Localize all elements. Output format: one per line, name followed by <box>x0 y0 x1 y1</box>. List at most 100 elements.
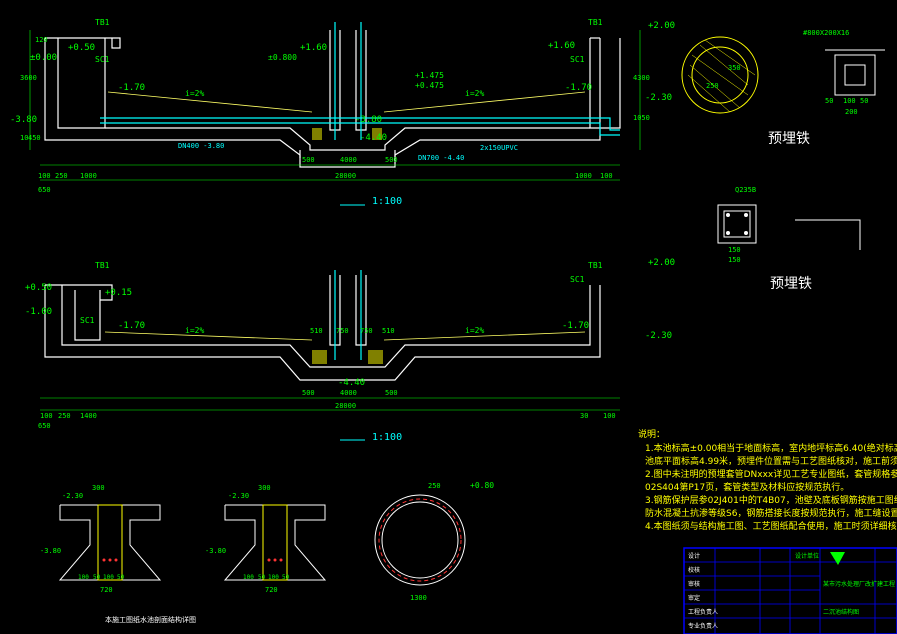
level-label: +2.00 <box>648 21 675 31</box>
section-1-notes: TB1 TB1 SC1 SC1 i=2% i=2% ±0.800 +1.475 … <box>95 18 603 98</box>
note-label: TB1 <box>588 18 603 27</box>
note-label: ±0.800 <box>268 53 297 62</box>
section-1-dims-side: 120 3600 10 450 4300 1050 <box>20 36 650 142</box>
dim-label: 1000 <box>575 172 592 180</box>
notes-line: 2.图中未注明的预埋套管DNxxx详见工艺专业图纸，套管规格参见 <box>645 468 897 480</box>
note-label: i=2% <box>185 89 204 98</box>
dim-label: 500 <box>385 156 398 164</box>
note-label: i=2% <box>185 326 204 335</box>
detail-dim: 100 <box>268 574 279 581</box>
level-label: -1.70 <box>118 321 145 331</box>
detail-dim: 300 <box>92 484 105 492</box>
pipe-label: 2x150UPVC <box>480 144 518 152</box>
section-1-dimlines <box>29 30 641 181</box>
dim-label: 3600 <box>20 74 37 82</box>
dim-label: 4000 <box>340 389 357 397</box>
embed-dim: 200 <box>845 108 858 116</box>
embed-iron-1: #800X200X16 50 100 50 200 预埋铁 <box>768 29 885 147</box>
section-2-dimlines <box>40 397 620 411</box>
dim-label: 10 <box>20 134 28 142</box>
detail-level: -2.30 <box>228 492 249 500</box>
ring-dim: 250 <box>706 82 719 90</box>
dim-label: 510 <box>310 327 323 335</box>
title-block: 设计 校核 审核 审定 工程负责人 专业负责人 设计单位 某市污水处理厂改扩建工… <box>683 547 897 634</box>
dim-label: 120 <box>35 36 48 44</box>
ring-dim: 1300 <box>410 594 427 602</box>
dim-label: 250 <box>55 172 68 180</box>
section-2-dims-bottom: 100 250 1400 500 4000 500 30 100 28000 6… <box>38 389 616 430</box>
dim-label: 100 <box>600 172 613 180</box>
section-1-slope <box>107 91 586 113</box>
level-label: -4.40 <box>338 378 365 388</box>
level-label: -1.00 <box>25 307 52 317</box>
section-1-dims-bottom: 100 250 1000 500 4000 500 1000 100 28000… <box>38 156 613 194</box>
dim-label: 4300 <box>633 74 650 82</box>
titleblock-drawing: 二沉池结构图 <box>823 608 859 616</box>
level-label: -1.70 <box>565 83 592 93</box>
dim-label: 4000 <box>340 156 357 164</box>
note-label: SC1 <box>570 275 585 284</box>
section-2-dims-mid: 510 750 750 510 <box>310 327 395 335</box>
detail-dim: 720 <box>100 586 113 594</box>
detail-level: -3.80 <box>40 547 61 555</box>
embed-dim: 150 <box>728 246 741 254</box>
section-1-scale: 1:100 <box>372 196 402 207</box>
embed-title: 预埋铁 <box>770 276 812 292</box>
ring-dim: 350 <box>728 64 741 72</box>
note-label: SC1 <box>95 55 110 64</box>
embed-dim: 50 <box>825 97 833 105</box>
dim-label: 1050 <box>633 114 650 122</box>
level-label: +0.50 <box>25 283 52 293</box>
dim-label: 250 <box>58 412 71 420</box>
detail-level: -2.30 <box>62 492 83 500</box>
level-label: +1.60 <box>300 43 327 53</box>
wall-detail-2: -2.30 -3.80 300 100 50 100 50 720 <box>205 484 327 594</box>
dim-label: 30 <box>580 412 588 420</box>
section-2-levels: +0.50 +0.15 -1.00 -1.70 -1.70 +2.00 -2.3… <box>25 258 675 388</box>
note-label: SC1 <box>80 316 95 325</box>
dim-label: 750 <box>336 327 349 335</box>
detail-dim: 720 <box>265 586 278 594</box>
section-2-hatch <box>312 350 383 364</box>
note-label: +1.475 <box>415 71 444 80</box>
titleblock-row: 专业负责人 <box>688 622 718 630</box>
titleblock-project: 某市污水处理厂改扩建工程 <box>823 580 895 588</box>
level-label: -3.80 <box>10 115 37 125</box>
detail-dim: 50 <box>117 574 125 581</box>
detail-dim: 50 <box>93 574 101 581</box>
note-label: SC1 <box>570 55 585 64</box>
company-logo <box>830 552 845 565</box>
detail-dim: 100 <box>243 574 254 581</box>
section-2-pipes <box>334 270 362 360</box>
dim-label: 500 <box>302 156 315 164</box>
titleblock-row: 工程负责人 <box>688 608 718 616</box>
dim-label: 100 <box>38 172 51 180</box>
section-1-pipe-labels: DN400 -3.80 DN700 -4.40 2x150UPVC <box>178 142 518 162</box>
section-2-slope <box>104 331 586 341</box>
note-label: TB1 <box>95 18 110 27</box>
embed-dim: 50 <box>860 97 868 105</box>
pipe-label: DN700 -4.40 <box>418 154 464 162</box>
section-1-pipes <box>100 22 620 140</box>
embed-dim: 100 <box>843 97 856 105</box>
embed-iron-2: Q235B 150 150 预埋铁 <box>717 186 861 292</box>
level-label: +0.50 <box>68 43 95 53</box>
dim-label: 100 <box>40 412 53 420</box>
level-label: +2.00 <box>648 258 675 268</box>
detail-dim: 100 <box>103 574 114 581</box>
note-label: i=2% <box>465 89 484 98</box>
dim-label: 28000 <box>335 172 356 180</box>
notes-line: 02S404第P17页，套管类型及材料应按规范执行。 <box>645 481 849 493</box>
titleblock-row: 审核 <box>688 580 700 588</box>
embed-title: 预埋铁 <box>768 131 810 147</box>
detail-level: -3.80 <box>205 547 226 555</box>
notes-line: 3.钢筋保护层参02J401中的T4B07，池壁及底板钢筋按施工图纸要求， <box>645 494 897 506</box>
titleblock-row: 审定 <box>688 594 700 602</box>
level-label: -2.30 <box>645 93 672 103</box>
ring-section-detail: +0.80 250 1300 <box>374 481 494 602</box>
note-label: TB1 <box>95 261 110 270</box>
level-label: +0.15 <box>105 288 132 298</box>
level-label: -4.40 <box>360 133 387 143</box>
note-label: +0.475 <box>415 81 444 90</box>
section-1-outline <box>44 30 621 168</box>
